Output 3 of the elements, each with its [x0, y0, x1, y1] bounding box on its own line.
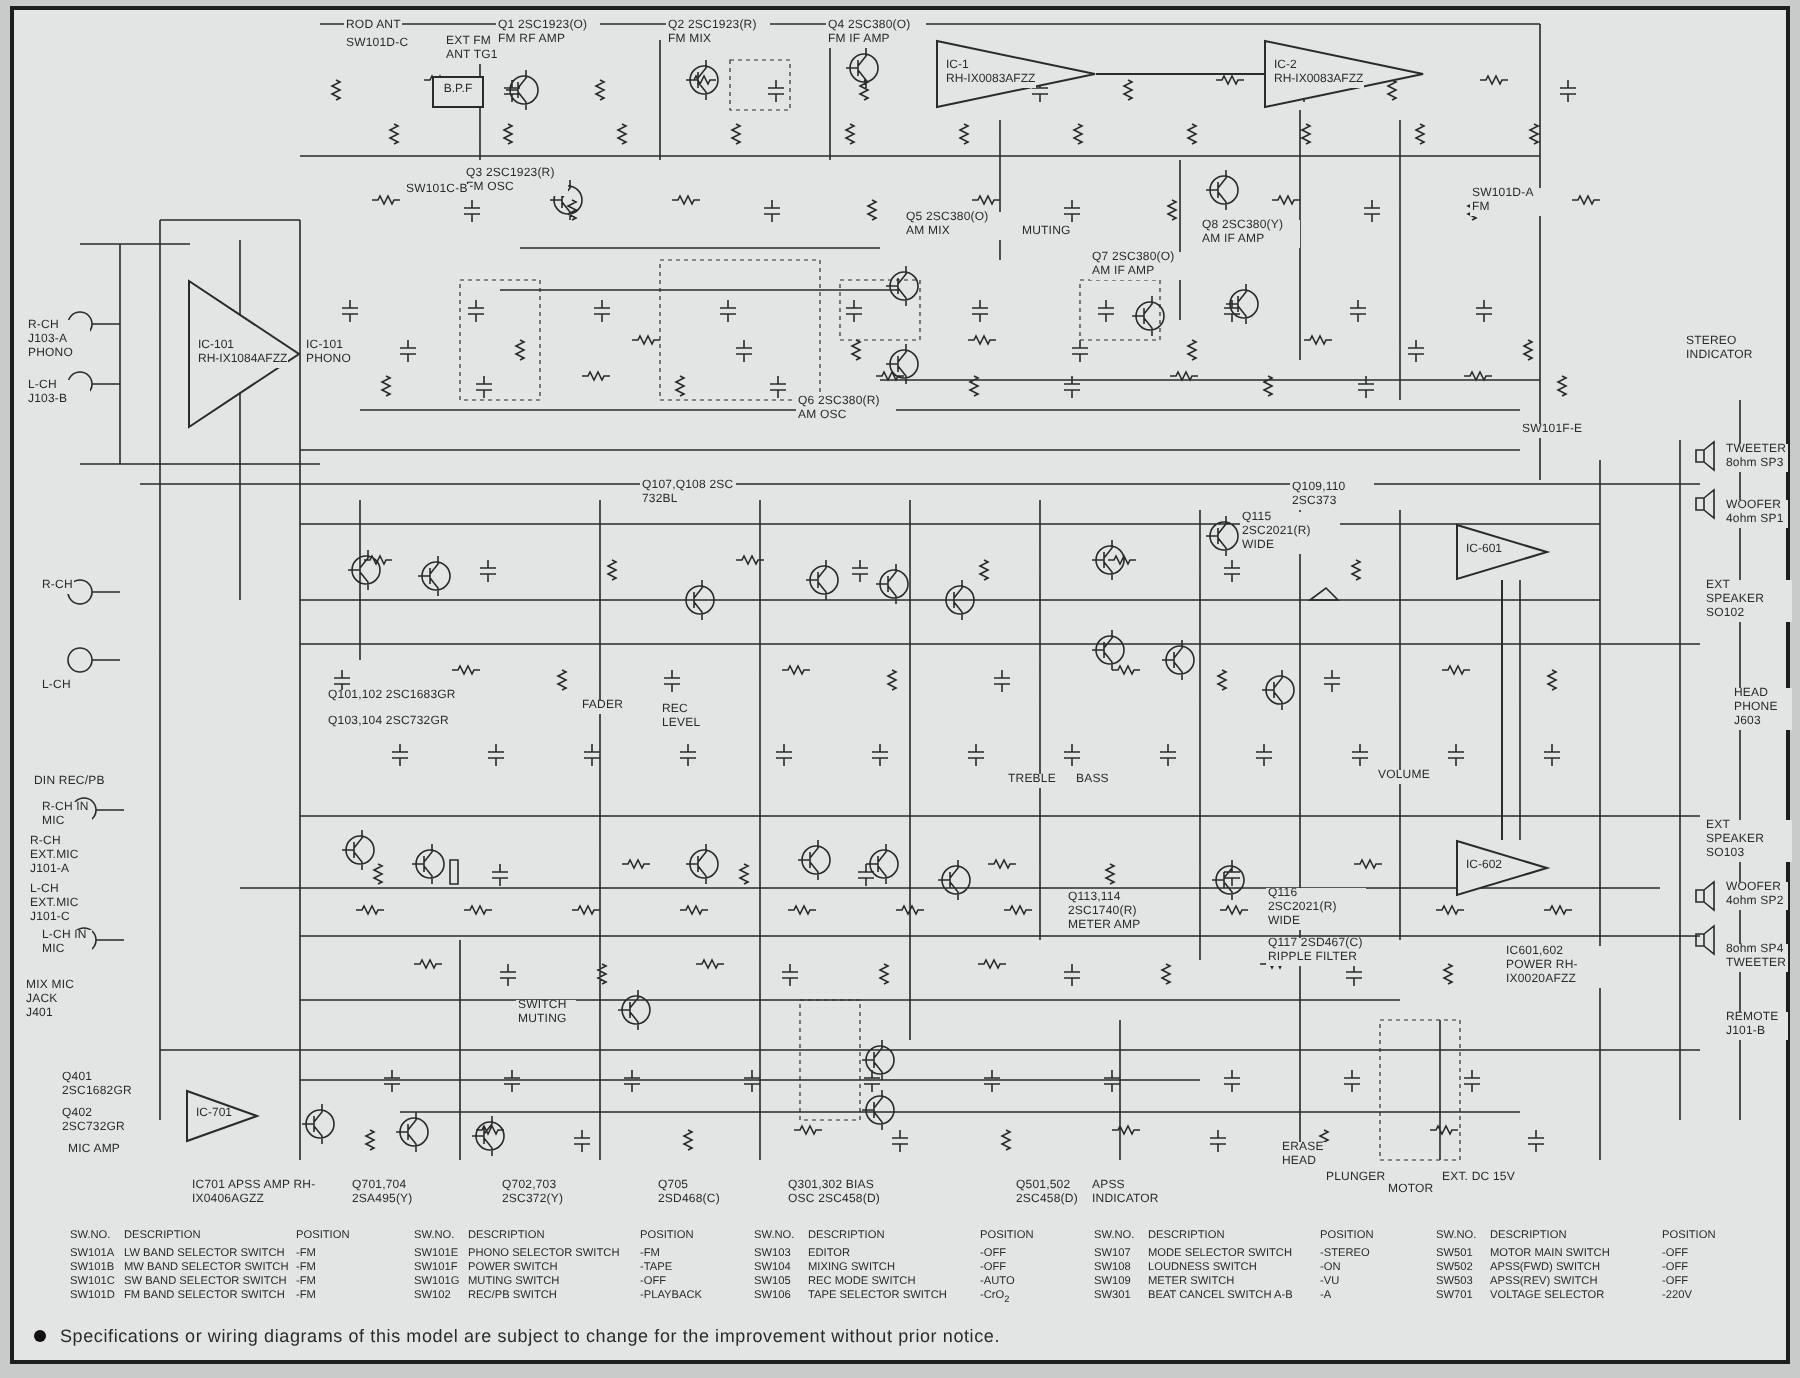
wire	[1095, 73, 1265, 75]
wire	[1501, 579, 1503, 841]
note-text: Specifications or wiring diagrams of this model are subject to change for the improvement without prior notice.	[60, 1326, 1001, 1346]
